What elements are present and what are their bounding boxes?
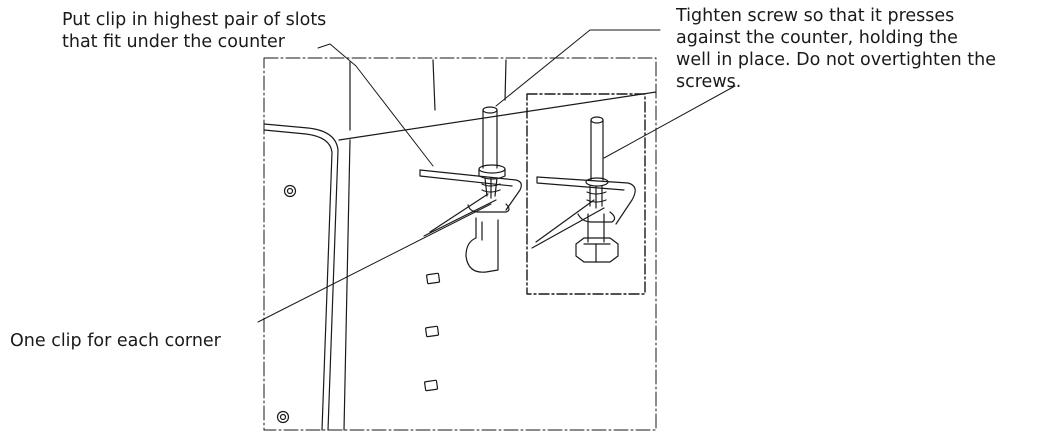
detail-view-boundary bbox=[526, 93, 646, 295]
callout-clip-slot: Put clip in highest pair of slots that f… bbox=[62, 9, 326, 53]
leader-clip-slot bbox=[317, 43, 434, 167]
callout-tighten-line-4: screws. bbox=[676, 72, 742, 92]
panel-slot bbox=[424, 379, 439, 392]
callout-clip-slot-line-2: that fit under the counter bbox=[62, 32, 285, 52]
counter-panel bbox=[263, 59, 657, 153]
panel-slot bbox=[426, 272, 441, 285]
well-side-wall bbox=[321, 139, 351, 431]
callout-tighten-screw: Tighten screw so that it presses against… bbox=[676, 5, 996, 93]
leader-tighten-screw bbox=[495, 29, 736, 159]
panel-fastener-upper bbox=[283, 184, 297, 198]
mounting-clip-main bbox=[419, 106, 522, 273]
callout-tighten-line-3: well in place. Do not overtighten the bbox=[676, 50, 997, 70]
callout-tighten-line-2: against the counter, holding the bbox=[676, 28, 958, 48]
mounting-clip-detail bbox=[531, 116, 636, 263]
callout-tighten-line-1: Tighten screw so that it presses bbox=[676, 6, 955, 26]
panel-slot bbox=[425, 325, 440, 338]
callout-clip-slot-line-1: Put clip in highest pair of slots bbox=[62, 10, 327, 30]
callout-one-clip: One clip for each corner bbox=[10, 330, 221, 352]
callout-one-clip-line-1: One clip for each corner bbox=[10, 331, 221, 351]
view-boundary bbox=[263, 57, 657, 431]
panel-fastener-lower bbox=[276, 410, 290, 424]
leader-one-clip bbox=[257, 203, 492, 323]
